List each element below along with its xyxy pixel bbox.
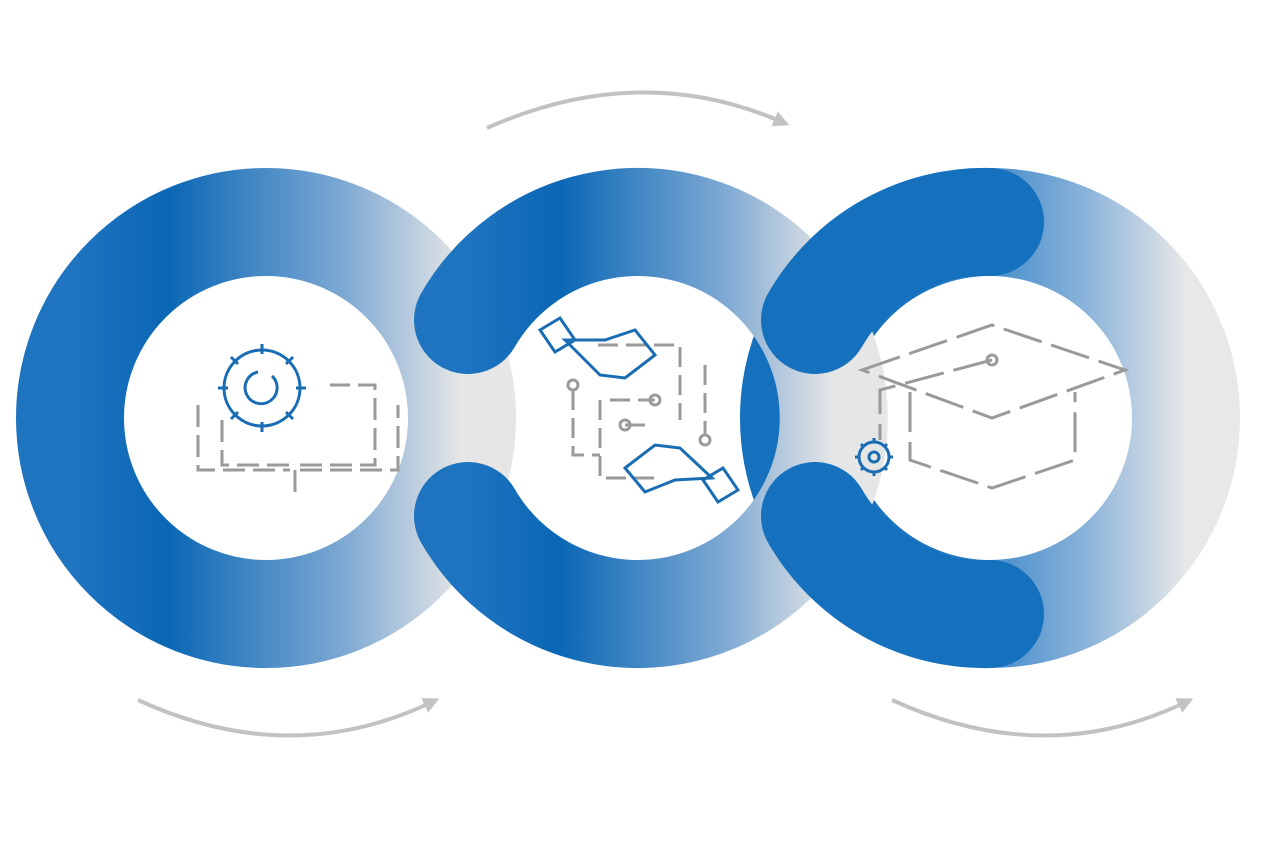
ring-stage-1 [16, 168, 516, 668]
arrow-bottom-left [137, 698, 440, 738]
arrow-bottom-right [891, 698, 1194, 738]
hands-circuit-icon [537, 315, 741, 505]
arrow-top [486, 90, 790, 130]
graduation-cap-gear-icon [855, 323, 1130, 490]
gear-book-icon [196, 344, 400, 495]
ring-stage-3-cap-bottom [761, 462, 1044, 669]
ring-stage-3-cap [761, 167, 1044, 374]
ring-stage-2 [414, 168, 888, 668]
